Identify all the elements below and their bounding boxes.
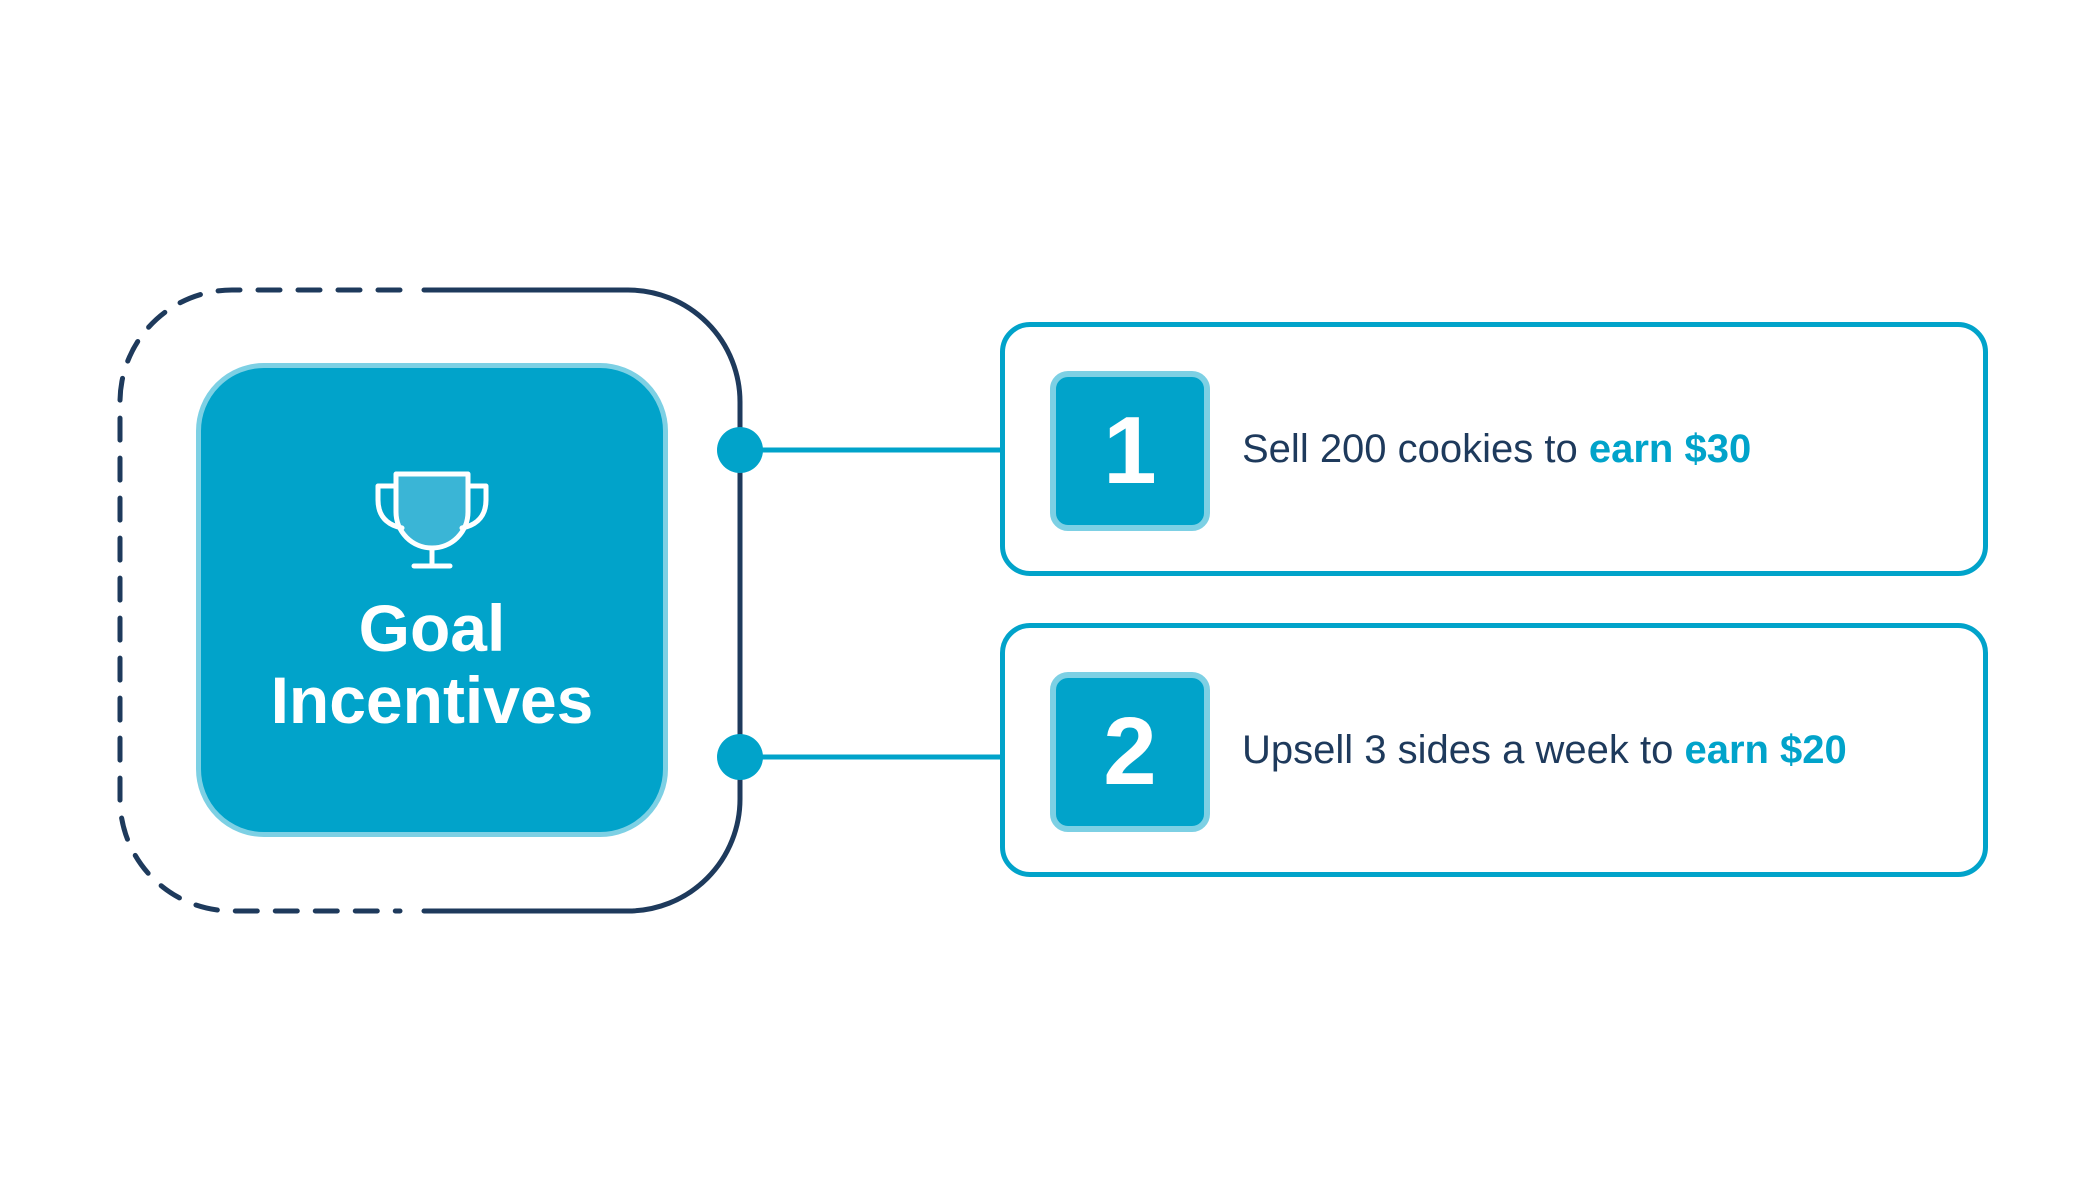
- connector-node-1: [717, 427, 763, 473]
- frame-dashed-outline: [117, 287, 403, 914]
- goal-card-2: 2 Upsell 3 sides a week to earn $20: [1000, 623, 1988, 877]
- goal-reward-2: earn $20: [1684, 728, 1847, 772]
- trophy-icon: [375, 471, 489, 569]
- goal-number-badge-1: 1: [1050, 371, 1210, 531]
- goal-reward-1: earn $30: [1588, 427, 1752, 471]
- connector-node-2: [717, 734, 763, 780]
- goal-text-2: Upsell 3 sides a week to earn $20: [1242, 724, 1847, 776]
- goal-description-2: Upsell 3 sides a week to: [1242, 728, 1685, 772]
- goal-number-badge-2: 2: [1050, 672, 1210, 832]
- goal-text-1: Sell 200 cookies to earn $30: [1242, 423, 1751, 475]
- central-title: Goal Incentives: [271, 592, 594, 736]
- central-title-line2: Incentives: [270, 663, 594, 737]
- goal-card-1: 1 Sell 200 cookies to earn $30: [1000, 322, 1988, 576]
- goal-incentives-box: Goal Incentives: [196, 363, 668, 837]
- frame-solid-outline: [421, 287, 743, 914]
- central-title-line1: Goal: [358, 591, 506, 665]
- goal-description-1: Sell 200 cookies to: [1242, 427, 1589, 471]
